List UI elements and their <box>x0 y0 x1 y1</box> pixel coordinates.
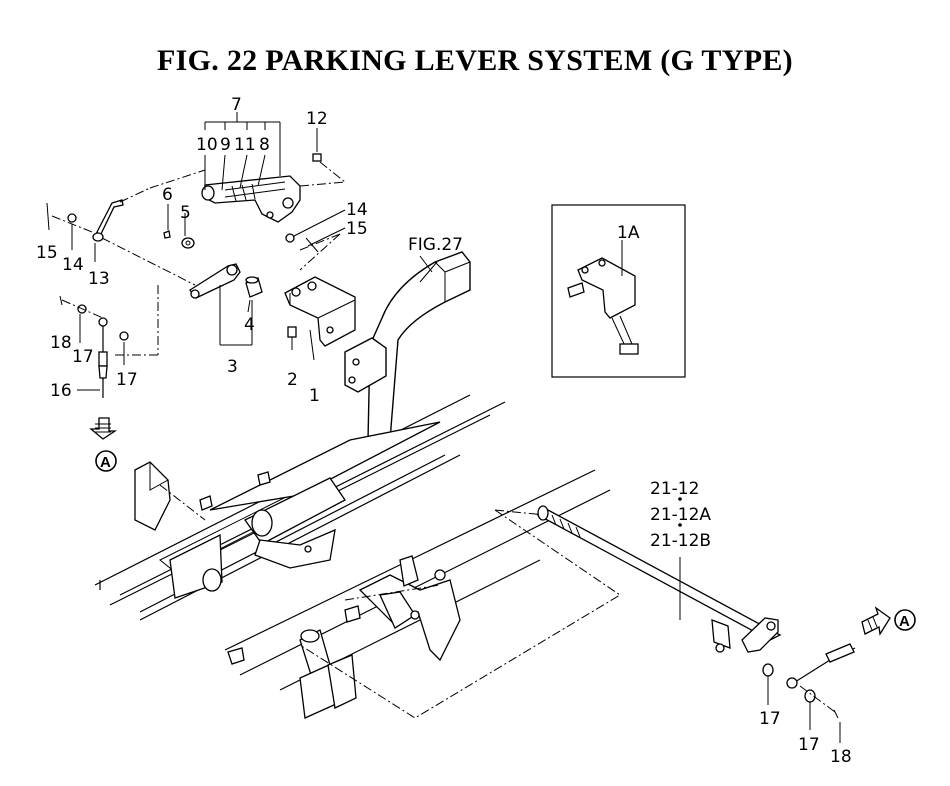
callout-shaft-21-12a: 21-12A <box>650 505 711 525</box>
arrow-a-right <box>861 606 891 636</box>
callout-6: 6 <box>162 185 173 205</box>
callout-7: 7 <box>231 95 242 115</box>
callout-2: 2 <box>287 370 298 390</box>
callout-14-left: 14 <box>62 255 84 275</box>
callout-5: 5 <box>180 203 191 223</box>
rod-13 <box>92 169 206 286</box>
shaft-21-12 <box>536 505 782 653</box>
svg-text:A: A <box>899 613 910 630</box>
bolt-12 <box>299 128 346 187</box>
callout-18-left: 18 <box>50 333 72 353</box>
cable-16 <box>98 317 108 398</box>
callout-dot <box>678 497 682 501</box>
callout-3: 3 <box>227 357 238 377</box>
callout-1: 1 <box>309 386 320 406</box>
marker-a-left: A <box>95 450 117 472</box>
washer-14-right <box>285 209 346 271</box>
callout-17-left-b: 17 <box>116 370 138 390</box>
lower-frame-section <box>224 469 611 719</box>
callout-11: 11 <box>234 135 256 155</box>
callout-9: 9 <box>220 135 231 155</box>
callout-16: 16 <box>50 381 72 401</box>
pin-6 <box>163 230 171 239</box>
callout-13: 13 <box>88 269 110 289</box>
washer-14-left <box>67 213 77 223</box>
callout-8: 8 <box>259 135 270 155</box>
frame-post-fig27 <box>344 251 471 441</box>
pin-18-right <box>799 685 839 719</box>
parking-lever-handle <box>201 175 301 223</box>
callout-18-right: 18 <box>830 747 852 767</box>
bracket-1 <box>284 276 356 361</box>
pin-18-left <box>59 295 104 319</box>
callout-shaft-21-12b: 21-12B <box>650 531 711 551</box>
arrow-a-left <box>89 417 118 440</box>
cable-right <box>786 643 856 689</box>
callout-17-right-a: 17 <box>759 709 781 729</box>
frame-rails <box>94 394 506 621</box>
callout-14-right: 14 <box>346 200 368 220</box>
callout-15-right: 15 <box>346 219 368 239</box>
callout-7-bracket <box>204 112 281 191</box>
callout-10: 10 <box>196 135 218 155</box>
figure-title: FIG. 22 PARKING LEVER SYSTEM (G TYPE) <box>157 44 793 77</box>
svg-text:A: A <box>100 454 111 471</box>
callout-dot <box>678 523 682 527</box>
detail-box-1a <box>551 204 686 378</box>
callout-17-left-a: 17 <box>72 347 94 367</box>
shaft-leader <box>299 509 621 719</box>
washer-5 <box>181 237 195 249</box>
washer-17-left-b <box>119 331 129 341</box>
bolt-2 <box>287 326 297 350</box>
leader-lines <box>71 204 841 743</box>
callout-4: 4 <box>244 315 255 335</box>
callout-17-right-b: 17 <box>798 735 820 755</box>
callout-12: 12 <box>306 109 328 129</box>
callout-15-left: 15 <box>36 243 58 263</box>
collar-4 <box>245 276 263 298</box>
callout-1a: 1A <box>617 223 640 243</box>
washer-17-right-b <box>804 689 816 703</box>
link-3 <box>115 263 253 356</box>
callout-fig27: FIG.27 <box>408 235 463 255</box>
callout-shaft-21-12: 21-12 <box>650 479 699 499</box>
washer-17-right-a <box>762 663 774 677</box>
marker-a-right: A <box>894 609 916 631</box>
